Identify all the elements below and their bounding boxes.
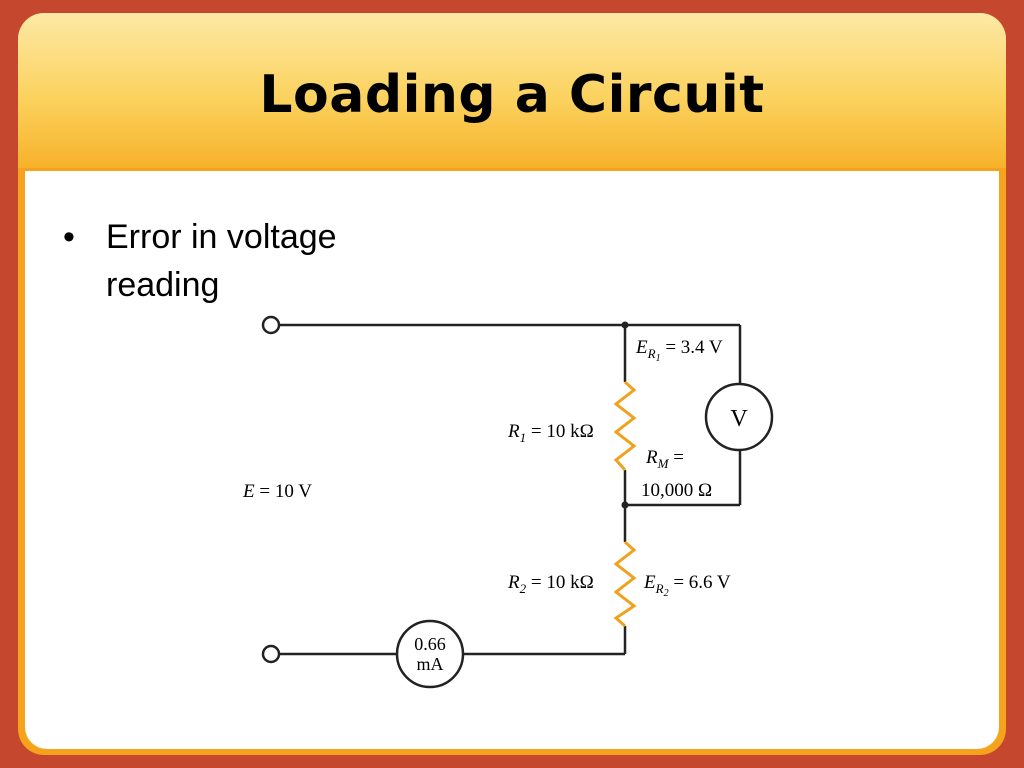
resistor-r2 [613, 540, 637, 628]
rm-label: RM = [645, 447, 684, 471]
r1-label: R1 = 10 kΩ [507, 421, 594, 445]
voltmeter-label: V [730, 406, 748, 432]
slide-card: Loading a Circuit • Error in voltage rea… [18, 13, 1006, 755]
top-terminal [261, 315, 281, 335]
ammeter-value: 0.66 [414, 634, 446, 654]
ammeter-unit: mA [417, 654, 444, 674]
rm-value: 10,000 Ω [641, 480, 712, 501]
footer-copyright: © Goodheart-Willcox Co., Inc. [60, 733, 206, 745]
r2-label: R2 = 10 kΩ [507, 572, 594, 596]
title-bar: Loading a Circuit [18, 13, 1006, 168]
source-voltage-label: E = 10 V [242, 481, 312, 502]
junction-mid [621, 501, 629, 509]
bullet-marker: • [63, 218, 75, 256]
bottom-terminal [261, 644, 281, 664]
bullet-text: Error in voltage reading [106, 218, 337, 304]
content-area: • Error in voltage reading [25, 171, 999, 749]
slide-title: Loading a Circuit [259, 65, 765, 125]
ammeter [395, 619, 465, 689]
resistor-r1 [613, 380, 637, 472]
er1-label: ER1 = 3.4 V [635, 337, 723, 364]
er2-label: ER2 = 6.6 V [643, 572, 731, 599]
footer-permission: Permission granted to reproduce for educ… [680, 733, 962, 745]
junction-top [621, 321, 629, 329]
voltmeter [704, 382, 774, 452]
wires [279, 323, 742, 656]
